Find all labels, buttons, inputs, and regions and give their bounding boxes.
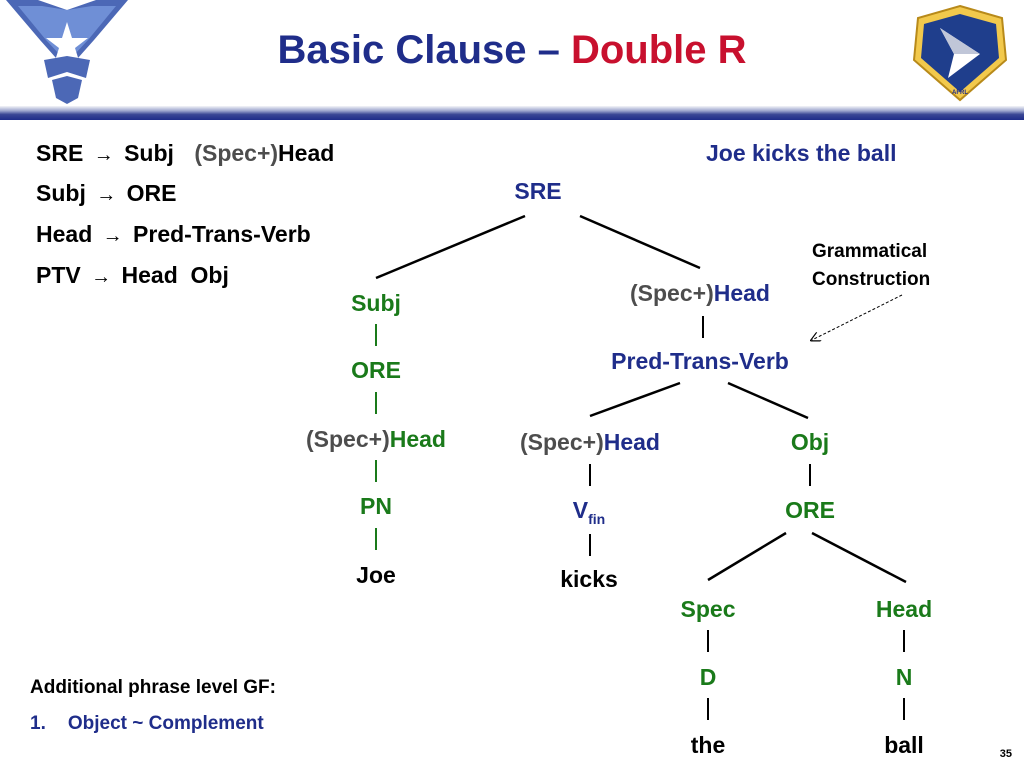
node-pred-trans-verb: Pred-Trans-Verb	[611, 348, 789, 374]
title-divider-bar	[0, 106, 1024, 120]
node-spec-head-subj: (Spec+)Head	[306, 426, 446, 453]
word-joe: Joe	[356, 562, 396, 588]
node-obj: Obj	[790, 429, 830, 455]
example-sentence: Joe kicks the ball	[706, 140, 897, 166]
node-spec: Spec	[680, 596, 736, 622]
node-pn: PN	[360, 493, 392, 519]
rule-1: SRE → Subj (Spec+)Head	[36, 140, 334, 167]
right-arrow-icon: →	[96, 184, 117, 206]
node-v-fin: Vfin	[572, 497, 606, 527]
branch-bar	[589, 464, 591, 486]
rule-1-subj: Subj	[124, 140, 174, 166]
annotation-line-1: Grammatical	[812, 241, 928, 262]
edge-sre-subj	[375, 214, 526, 280]
node-ore-obj: ORE	[785, 497, 835, 523]
annotation-arrow	[812, 294, 903, 340]
edge-sre-head	[579, 214, 701, 270]
annotation-line-2: Construction	[812, 269, 931, 290]
node-head-n: Head	[875, 596, 933, 622]
rule-3: Head → Pred-Trans-Verb	[36, 221, 311, 248]
additional-gf-heading: Additional phrase level GF:	[30, 677, 276, 698]
node-n: N	[895, 664, 913, 690]
rule-3-lhs: Head	[36, 221, 93, 247]
word-kicks: kicks	[560, 566, 618, 592]
additional-gf-item: 1. Object ~ Complement	[30, 713, 264, 735]
spec-plus-label: (Spec+)	[630, 280, 714, 306]
edge-ore-spec	[707, 531, 787, 582]
branch-bar	[702, 316, 704, 338]
branch-bar	[707, 698, 709, 720]
right-arrow-icon: →	[102, 225, 123, 247]
spec-plus-label: (Spec+)	[306, 426, 390, 452]
node-subj: Subj	[351, 290, 401, 316]
branch-bar	[589, 534, 591, 556]
word-the: the	[690, 732, 726, 758]
node-d: D	[699, 664, 717, 690]
branch-bar	[375, 392, 377, 414]
svg-text:AFRL: AFRL	[952, 90, 968, 96]
branch-bar	[903, 630, 905, 652]
fin-subscript: fin	[588, 511, 606, 527]
grammatical-construction-annotation: Grammatical Construction	[812, 238, 930, 294]
node-sre: SRE	[514, 178, 562, 204]
rule-1-lhs: SRE	[36, 140, 84, 166]
rule-1-head: Head	[278, 140, 335, 166]
rule-3-rhs: Pred-Trans-Verb	[133, 221, 311, 247]
rule-4-rhs: Head Obj	[121, 262, 229, 288]
item-text: Object ~ Complement	[67, 713, 264, 734]
right-arrow-icon: →	[91, 266, 112, 288]
title-highlight: Double R	[570, 28, 747, 72]
rule-2-rhs: ORE	[126, 180, 177, 206]
edge-ptv-obj	[727, 381, 809, 420]
title-prefix: Basic Clause –	[277, 28, 560, 72]
air-force-wings-logo	[6, 0, 128, 104]
page-number: 35	[999, 748, 1012, 760]
branch-bar	[375, 324, 377, 346]
head-label: Head	[713, 280, 770, 306]
head-label: Head	[603, 429, 660, 455]
node-ore-subj: ORE	[351, 357, 401, 383]
branch-bar	[375, 460, 377, 482]
node-spec-head-verb: (Spec+)Head	[520, 429, 660, 456]
v-label: V	[572, 497, 589, 523]
edge-ptv-head	[589, 381, 681, 418]
spec-plus-label: (Spec+)	[520, 429, 604, 455]
branch-bar	[809, 464, 811, 486]
slide-title: Basic Clause – Double R	[0, 28, 1024, 73]
word-ball: ball	[884, 732, 924, 758]
right-arrow-icon: →	[93, 144, 114, 166]
rule-4-lhs: PTV	[36, 262, 81, 288]
head-label: Head	[389, 426, 446, 452]
rule-2-lhs: Subj	[36, 180, 86, 206]
branch-bar	[707, 630, 709, 652]
node-spec-head-clause: (Spec+)Head	[630, 280, 770, 307]
rule-4: PTV → Head Obj	[36, 262, 229, 289]
afrl-seal-logo: AFRL	[910, 4, 1010, 102]
branch-bar	[903, 698, 905, 720]
rule-1-spec: (Spec+)	[194, 140, 279, 166]
edge-ore-head	[811, 531, 907, 584]
rule-2: Subj → ORE	[36, 180, 176, 207]
branch-bar	[375, 528, 377, 550]
item-number: 1.	[30, 713, 46, 734]
